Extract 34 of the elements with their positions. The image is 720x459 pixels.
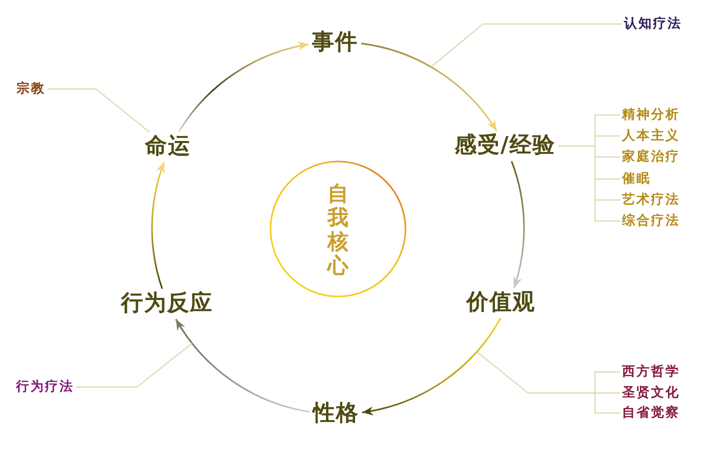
bracket-line: [594, 392, 620, 414]
bracket-line: [558, 146, 620, 222]
branch-label: 精神分析: [620, 106, 682, 124]
callout-label: 认知疗法: [622, 16, 684, 32]
cycle-arrow: [362, 318, 502, 415]
step-label: 价值观: [464, 288, 538, 318]
core-circle: [270, 160, 406, 298]
callout-label: 宗教: [14, 80, 48, 98]
callout-label: 行为疗法: [14, 378, 76, 396]
branch-label: 人本主义: [620, 128, 682, 144]
step-label: 事件: [309, 28, 361, 58]
bracket-line: [594, 372, 620, 394]
step-label: 性格: [310, 399, 362, 429]
branch-label: 圣贤文化: [620, 384, 682, 402]
step-label: 感受/经验: [451, 131, 559, 161]
cycle-arrow: [178, 42, 309, 132]
branch-label: 艺术疗法: [620, 192, 682, 208]
branch-label: 催眠: [620, 170, 653, 188]
cycle-arrow: [151, 162, 166, 289]
leader-line: [76, 342, 193, 388]
leader-line: [430, 24, 622, 68]
cycle-arrow: [175, 318, 310, 413]
bracket-line: [594, 392, 620, 394]
step-label: 命运: [142, 132, 194, 162]
core-label: 自我核心: [327, 181, 349, 277]
leader-line: [476, 351, 596, 394]
branch-label: 自省觉察: [620, 404, 682, 422]
cycle-arrow: [361, 42, 498, 132]
branch-label: 西方哲学: [620, 364, 682, 380]
branch-label: 综合疗法: [620, 212, 682, 230]
step-label: 行为反应: [118, 289, 216, 319]
cycle-arrow: [510, 160, 525, 288]
leader-line: [47, 88, 150, 132]
branch-label: 家庭治疗: [620, 148, 682, 166]
